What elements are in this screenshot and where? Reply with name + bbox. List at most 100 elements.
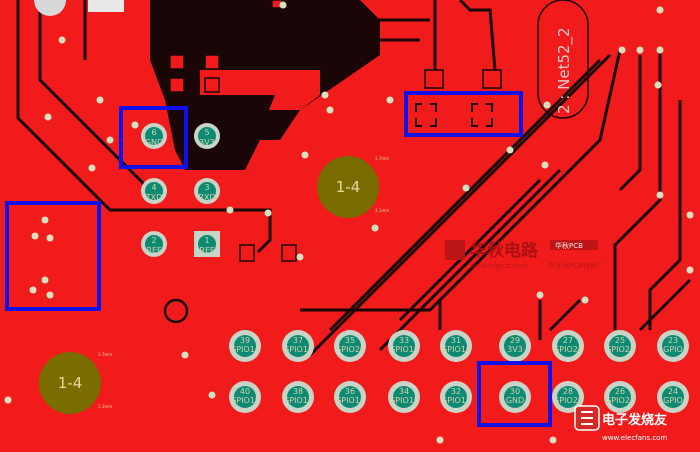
header-pin-label: GPIO [663,345,683,354]
pin-label: TXD [145,193,163,202]
highlight-via-cluster [5,201,101,311]
pin-label: REF [199,246,215,255]
net52-component: 2 : Net52_2 [537,0,589,119]
pin-number: 3 [204,183,209,192]
header-pin-number: 38 [293,387,303,396]
uart-connector: 6 GND 5 3V3 4 TXD 3 RXD 2 REF 1 REF [141,123,220,257]
mount-hole-label: 1-4 [58,374,83,392]
header-pin-number: 36 [345,387,355,396]
pin-number: 6 [151,128,156,137]
pin-label: 3V3 [199,138,215,147]
header-pin-number: 37 [293,336,303,345]
header-pin-label: GPIO24 [553,345,583,354]
header-pin-label: GPIO19 [389,396,419,405]
pin-label: REF [146,246,162,255]
header-pin-label: GPIO25 [553,396,583,405]
watermark-title: 华秋电路 [470,240,539,261]
highlight-gnd-header-pin [477,361,552,427]
header-pin-label: GPIO22 [605,345,635,354]
header-pin-number: 31 [451,336,461,345]
watermark-tag: 华秋PCB [555,241,583,250]
via-field [4,1,694,444]
bracket-footprint [415,103,493,127]
header-pin-number: 30 [510,387,520,396]
header-pin-number: 35 [345,336,355,345]
header-pin-number: 25 [615,336,625,345]
hqpcb-watermark: 华秋电路 www.hqpcb.com 华秋PCB 高多层PCB快板厂 [445,240,604,270]
mount-hole-upper: 1-4 3.7mm 3.1mm [317,156,389,218]
net-label: 2 : Net52_2 [555,27,574,114]
header-pin-number: 28 [563,387,573,396]
highlight-gnd-pin [119,106,188,169]
header-pin-number: 23 [668,336,678,345]
mount-hole-lower: 1-4 3.7mm 3.1mm [39,352,112,414]
pin-number: 2 [151,236,156,245]
pin-number: 5 [204,128,209,137]
watermark-slogan: 高多层PCB快板厂 [548,261,604,270]
header-pin-number: 27 [563,336,573,345]
pin-label: GND [145,138,163,147]
copper-clearance-region-3 [195,95,275,120]
pin-6: 6 GND [141,123,167,149]
logo-url: www.elecfans.com [602,434,667,442]
svg-text:3.7mm: 3.7mm [375,156,389,161]
header-pin-label: GPIO16 [441,345,471,354]
header-pin-number: 26 [615,387,625,396]
pin-3: 3 RXD [194,178,220,204]
header-pin-number: 32 [451,387,461,396]
pin-number: 4 [151,183,156,192]
svg-text:3.1mm: 3.1mm [375,208,389,213]
header-pin-label: GPIO17 [441,396,471,405]
header-pin-number: 40 [240,387,250,396]
pin-label: RXD [198,193,215,202]
via-large [34,0,66,16]
header-pin-label: GPIO14 [230,345,260,354]
header-pin-label: GND [506,396,524,405]
header-pin-label: GPIO23 [605,396,635,405]
pin-5: 5 3V3 [194,123,220,149]
header-pin-label: GPIO [663,396,683,405]
highlight-boxes [5,91,552,427]
smd-pads [169,0,502,262]
test-point-ring [163,298,189,324]
svg-text:3.7mm: 3.7mm [98,352,112,357]
pin-4: 4 TXD [141,178,167,204]
header-pin-number: 34 [399,387,409,396]
header-pin-label: 3V3 [507,345,523,354]
header-pin-number: 24 [668,387,678,396]
header-pin-label: GPIO15 [230,396,260,405]
header-pin-label: GPIO20 [335,345,365,354]
header-pin-label: GPIO13 [283,396,313,405]
mount-hole-label: 1-4 [336,178,361,196]
elecfans-logo: 电子发烧友 www.elecfans.com [574,405,667,442]
logo-title: 电子发烧友 [602,412,667,428]
watermark-url: www.hqpcb.com [470,262,528,270]
highlight-bracket-pads [404,91,523,137]
header-pin-label: GPIO11 [335,396,365,405]
header-pin-number: 33 [399,336,409,345]
header-pin-label: GPIO12 [283,345,313,354]
header-pin-label: GPIO18 [389,345,419,354]
svg-text:3.1mm: 3.1mm [98,404,112,409]
pin-number: 1 [204,236,209,245]
component-silkscreen-body [88,0,124,12]
